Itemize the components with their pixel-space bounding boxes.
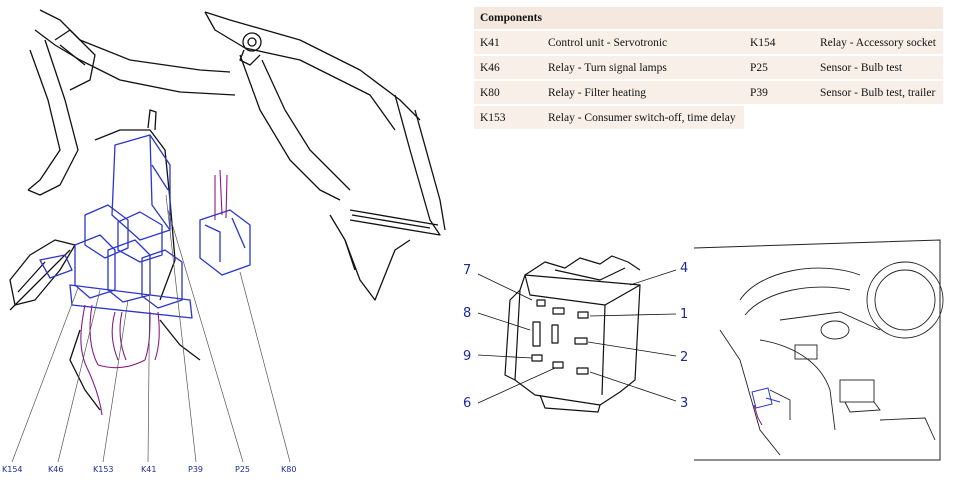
callout-k154: K154 [2, 465, 23, 474]
component-code: P39 [744, 79, 814, 105]
callout-k41: K41 [141, 465, 156, 474]
components-header: Components [474, 7, 943, 30]
component-code: P25 [744, 54, 814, 80]
component-desc: Relay - Turn signal lamps [542, 54, 744, 80]
component-code: K153 [474, 104, 542, 129]
component-desc: Sensor - Bulb test [814, 54, 943, 80]
socket-pin-numbers: 7 8 9 6 4 1 2 3 [463, 261, 688, 411]
pin-1-label: 1 [680, 307, 688, 322]
table-row: K80 Relay - Filter heating P39 Sensor - … [474, 79, 943, 105]
component-desc: Sensor - Bulb test, trailer [814, 79, 943, 105]
pin-3-label: 3 [680, 396, 688, 411]
relay-socket [504, 255, 641, 413]
callout-p39: P39 [188, 465, 203, 474]
dashboard-outline [9, 9, 446, 411]
socket-pin-leaders [477, 269, 677, 404]
component-code [744, 104, 814, 129]
callout-p25: P25 [235, 465, 250, 474]
component-code: K46 [474, 54, 542, 80]
wire-harness [80, 169, 228, 416]
callout-k80: K80 [281, 465, 296, 474]
component-desc [814, 104, 943, 129]
component-code: K154 [744, 29, 814, 55]
table-row: K153 Relay - Consumer switch-off, time d… [474, 104, 943, 129]
callout-labels: K154 K46 K153 K41 P39 P25 K80 [2, 465, 296, 474]
component-code: K80 [474, 79, 542, 105]
component-desc: Relay - Filter heating [542, 79, 744, 105]
leader-lines [11, 194, 291, 463]
table-row: K41 Control unit - Servotronic K154 Rela… [474, 29, 943, 55]
pin-7-label: 7 [463, 263, 471, 278]
table-row: K46 Relay - Turn signal lamps P25 Sensor… [474, 54, 943, 80]
component-desc: Relay - Accessory socket [814, 29, 943, 55]
components-table: Components K41 Control unit - Servotroni… [474, 7, 943, 129]
pin-2-label: 2 [680, 350, 688, 365]
pin-6-label: 6 [463, 396, 471, 411]
pin-4-label: 4 [680, 261, 688, 276]
component-code: K41 [474, 29, 542, 55]
component-desc: Control unit - Servotronic [542, 29, 744, 55]
pin-8-label: 8 [463, 306, 471, 321]
callout-k46: K46 [48, 465, 63, 474]
component-desc: Relay - Consumer switch-off, time delay [542, 104, 744, 129]
pin-9-label: 9 [463, 349, 471, 364]
locator-inset [693, 239, 944, 461]
callout-k153: K153 [93, 465, 114, 474]
